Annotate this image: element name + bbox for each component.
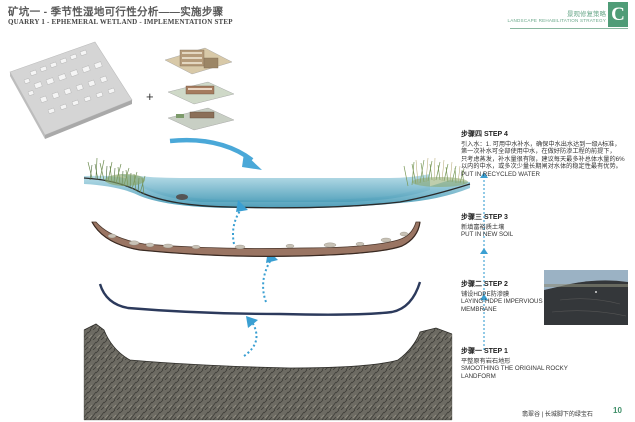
dotted-arrow-icon bbox=[232, 207, 273, 357]
section-title-cn: 景观修复策略 bbox=[567, 11, 606, 18]
soil-layer bbox=[91, 221, 421, 257]
step-connector bbox=[480, 172, 488, 350]
section-title-en: LANDSCAPE REHABILITATION STRATEGY bbox=[507, 18, 606, 23]
step-4-description: 步骤四 STEP 4 引入水：1. 可用中水补水，确保中水出水达到一级A标准， … bbox=[461, 131, 625, 178]
section-header: 景观修复策略 LANDSCAPE REHABILITATION STRATEGY… bbox=[507, 2, 628, 29]
city-model-illustration bbox=[9, 41, 133, 139]
footer-text: 翡翠谷 | 长城脚下的绿宝石 bbox=[522, 412, 593, 418]
step-1-line: LANDFORM bbox=[461, 372, 496, 380]
step-4-line: PUT IN RECYCLED WATER bbox=[461, 170, 540, 178]
step-3-description: 步骤三 STEP 3 新填富裕质土壤 PUT IN NEW SOIL bbox=[461, 214, 513, 239]
step-2-line: 铺设HDPE防渗膜 bbox=[461, 290, 510, 298]
step-1-description: 步骤一 STEP 1 平整原有岩石地形 SMOOTHING THE ORIGIN… bbox=[461, 348, 568, 380]
step-2-heading: 步骤二 STEP 2 bbox=[461, 281, 508, 288]
curved-arrow-icon bbox=[169, 137, 262, 170]
step-2-line: LAYING HDPE IMPERVIOUS bbox=[461, 298, 543, 305]
step-1-line: SMOOTHING THE ORIGINAL ROCKY bbox=[461, 365, 568, 372]
membrane-layer bbox=[98, 281, 422, 316]
building-layers-illustration bbox=[164, 47, 235, 131]
section-letter-badge: C bbox=[608, 2, 628, 27]
step-3-heading: 步骤三 STEP 3 bbox=[461, 214, 508, 221]
plus-sign: + bbox=[146, 89, 154, 104]
step-3-line: 新填富裕质土壤 bbox=[461, 223, 505, 231]
step-4-heading: 步骤四 STEP 4 bbox=[461, 131, 508, 138]
page-title: 矿坑一 - 季节性湿地可行性分析——实施步骤 bbox=[8, 6, 224, 18]
hdpe-membrane-photo bbox=[544, 270, 628, 325]
step-4-line: 以内的中水，或多次少量长期闸对水体的稳定性最有优势。 bbox=[461, 163, 622, 170]
step-3-line: PUT IN NEW SOIL bbox=[461, 231, 514, 238]
step-1-line: 平整原有岩石地形 bbox=[461, 357, 511, 365]
step-2-description: 步骤二 STEP 2 铺设HDPE防渗膜 LAYING HDPE IMPERVI… bbox=[461, 281, 543, 313]
step-4-line: 引入水：1. 可用中水补水，确保中水出水达到一级A标准， bbox=[461, 140, 621, 148]
step-4-line: 只考虑蒸发，补水量很有限，建议每天最多补总体水量的6% bbox=[461, 155, 625, 163]
step-1-heading: 步骤一 STEP 1 bbox=[461, 348, 508, 355]
page-subtitle: QUARRY 1 - EPHEMERAL WETLAND - IMPLEMENT… bbox=[8, 18, 233, 26]
step-4-line: 第一次补水可全部使用中水，在做好防渗工程的前提下， bbox=[461, 148, 616, 155]
wetland-water-layer bbox=[82, 157, 471, 212]
rock-landform-layer bbox=[83, 323, 453, 421]
page-number: 10 bbox=[613, 406, 622, 415]
arrow-head-icon bbox=[236, 200, 278, 328]
step-2-line: MEMBRANE bbox=[461, 305, 497, 313]
